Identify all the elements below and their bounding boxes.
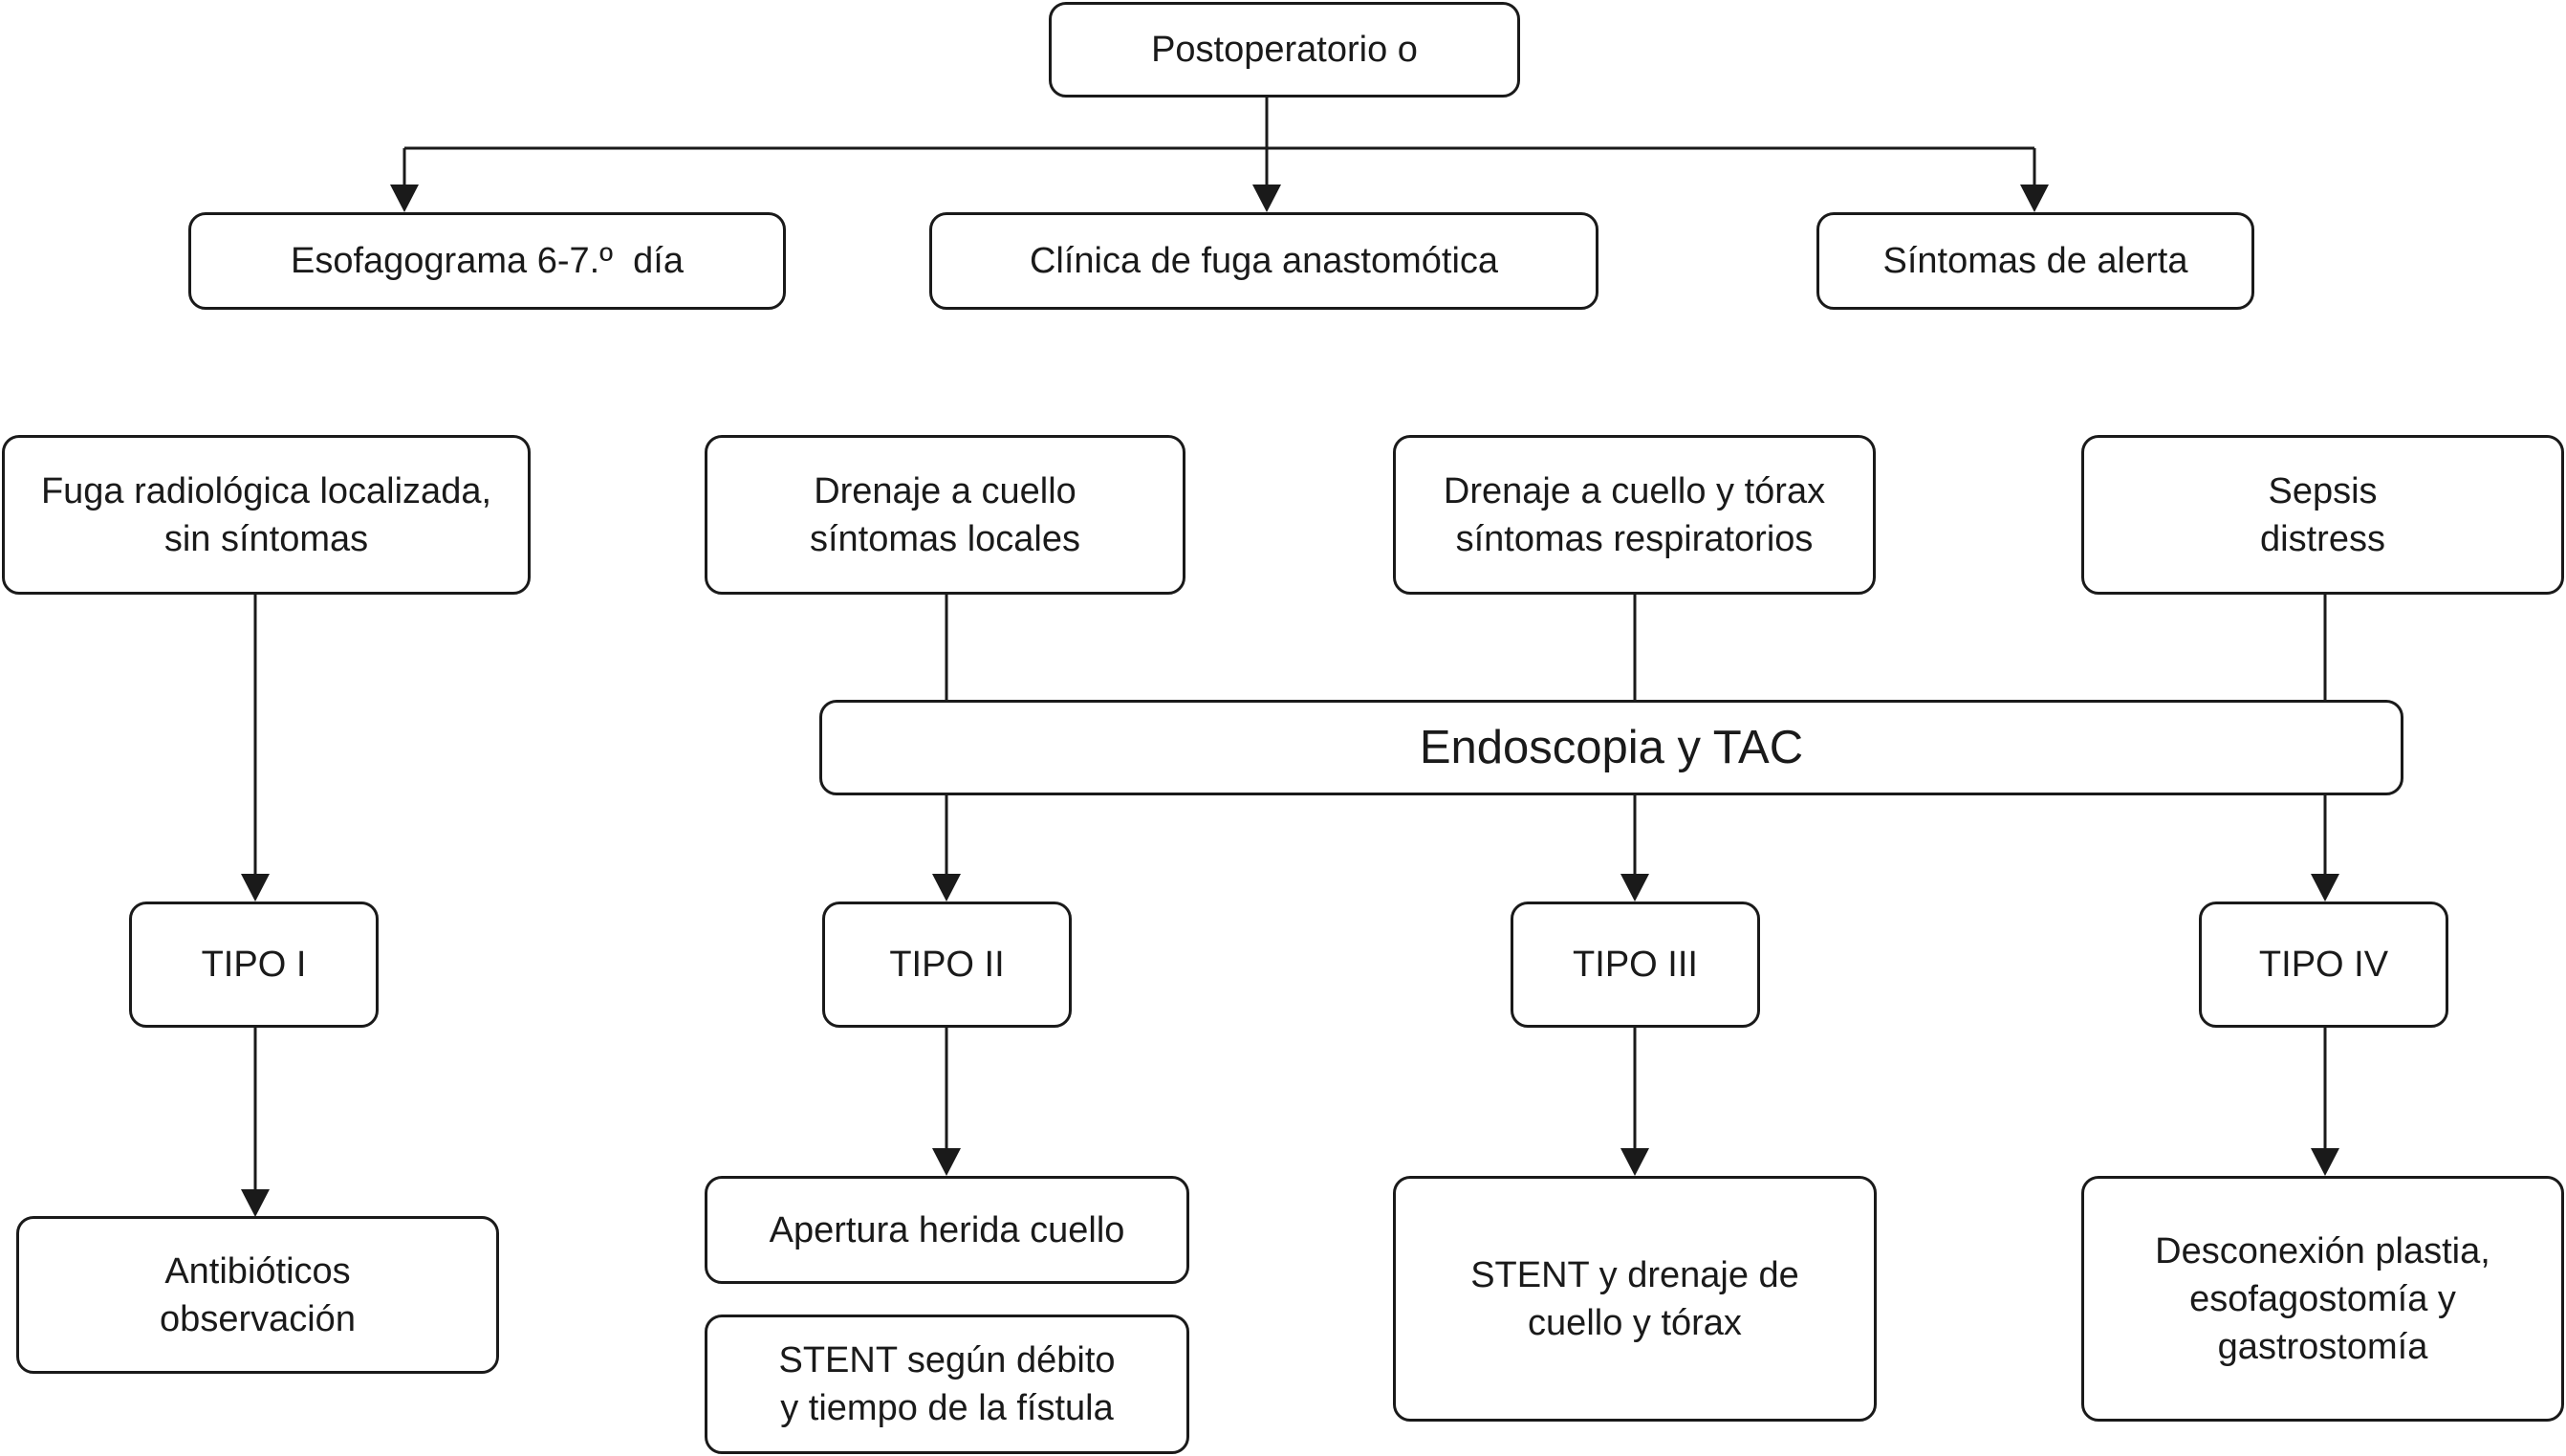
type-4-label: TIPO IV [2258, 945, 2389, 985]
root-label: Postoperatorio o [1151, 30, 1418, 70]
presentation-2: Drenaje a cuello síntomas locales [705, 435, 1185, 595]
type-1: TIPO I [129, 902, 379, 1028]
treatment-2a-label: Apertura herida cuello [769, 1209, 1125, 1250]
presentation-3: Drenaje a cuello y tórax síntomas respir… [1393, 435, 1876, 595]
arrowhead [1620, 874, 1649, 902]
treatment-2b-line-1: STENT según débito [778, 1340, 1116, 1380]
treatment-4-line-1: Desconexión plastia, [2155, 1230, 2490, 1271]
presentation-1-line-1: Fuga radiológica localizada, [40, 470, 492, 511]
treatment-3: STENT y drenaje de cuello y tórax [1393, 1176, 1877, 1422]
treatment-1-line-1: Antibióticos [164, 1250, 351, 1292]
arrowhead [2020, 185, 2049, 212]
arrowhead [241, 1189, 270, 1217]
type-3: TIPO III [1511, 902, 1760, 1028]
presentation-4: Sepsis distress [2081, 435, 2564, 595]
treatment-1: Antibióticos observación [16, 1216, 499, 1374]
presentation-4-line-2: distress [2260, 518, 2385, 559]
type-4: TIPO IV [2199, 902, 2448, 1028]
arrowhead [241, 874, 270, 902]
criterion-clinica-label: Clínica de fuga anastomótica [1029, 241, 1499, 281]
type-3-label: TIPO III [1573, 945, 1698, 985]
criterion-esofagograma-label: Esofagograma 6-7.º día [290, 241, 684, 281]
arrowhead [932, 1148, 961, 1176]
treatment-4-line-2: esofagostomía y [2189, 1278, 2456, 1319]
presentation-1-line-2: sin síntomas [163, 518, 369, 559]
type-2-label: TIPO II [889, 945, 1005, 985]
treatment-4-line-3: gastrostomía [2217, 1326, 2428, 1367]
arrowhead [390, 185, 419, 212]
presentation-2-line-1: Drenaje a cuello [814, 470, 1076, 511]
presentation-3-line-2: síntomas respiratorios [1455, 518, 1814, 559]
presentation-3-line-1: Drenaje a cuello y tórax [1443, 470, 1826, 511]
presentation-2-line-2: síntomas locales [809, 518, 1080, 559]
criterion-sintomas: Síntomas de alerta [1816, 212, 2254, 310]
diagnostic-node: Endoscopia y TAC [819, 700, 2403, 795]
treatment-1-line-2: observación [160, 1298, 356, 1339]
type-2: TIPO II [822, 902, 1072, 1028]
treatment-2b-line-2: y tiempo de la fístula [780, 1388, 1114, 1428]
diagnostic-label: Endoscopia y TAC [1419, 722, 1804, 773]
criterion-esofagograma: Esofagograma 6-7.º día [188, 212, 786, 310]
arrowhead [1620, 1148, 1649, 1176]
root-node: Postoperatorio o [1049, 2, 1520, 98]
treatment-2b: STENT según débito y tiempo de la fístul… [705, 1315, 1189, 1454]
arrowhead [932, 874, 961, 902]
treatment-3-line-2: cuello y tórax [1528, 1302, 1742, 1343]
arrowhead [2311, 874, 2339, 902]
presentation-4-line-1: Sepsis [2268, 470, 2378, 511]
criterion-clinica: Clínica de fuga anastomótica [929, 212, 1598, 310]
treatment-3-line-1: STENT y drenaje de [1470, 1254, 1799, 1295]
arrowhead [2311, 1148, 2339, 1176]
criterion-sintomas-label: Síntomas de alerta [1882, 241, 2188, 281]
treatment-4: Desconexión plastia, esofagostomía y gas… [2081, 1176, 2564, 1422]
arrowhead [1252, 185, 1281, 212]
treatment-2a: Apertura herida cuello [705, 1176, 1189, 1284]
type-1-label: TIPO I [201, 945, 307, 985]
presentation-1: Fuga radiológica localizada, sin síntoma… [2, 435, 531, 595]
